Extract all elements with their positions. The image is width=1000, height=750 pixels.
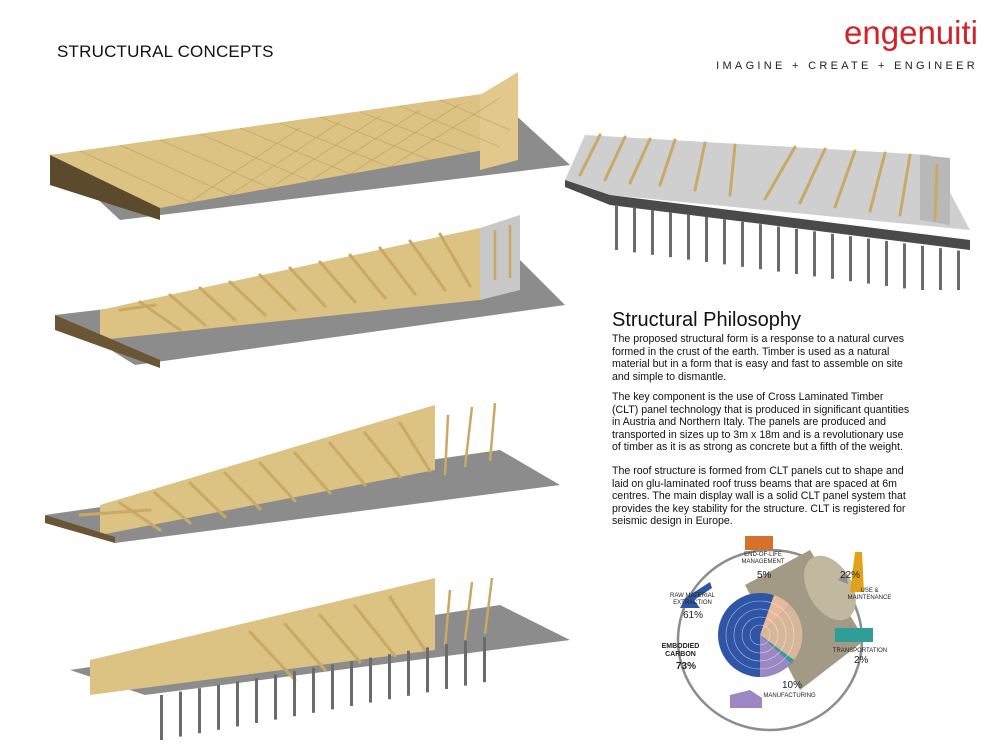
bus-icon xyxy=(835,628,873,642)
pile-foundations xyxy=(615,205,960,290)
log-end xyxy=(804,555,856,621)
pile xyxy=(217,684,220,730)
pct-manufacturing: 10% xyxy=(782,680,803,691)
pct-embodied: 73% xyxy=(676,661,697,672)
brand-logo: engenuiti xyxy=(844,14,978,51)
roof-slab xyxy=(565,135,970,230)
pile xyxy=(160,695,163,740)
pile xyxy=(921,245,924,290)
pile xyxy=(669,212,672,258)
label-raw-material: RAW MATERIAL EXTRACTION xyxy=(670,593,716,606)
pile xyxy=(723,219,726,265)
pile xyxy=(651,209,654,255)
pile xyxy=(813,231,816,277)
pile xyxy=(274,674,277,720)
floor-slab xyxy=(55,315,160,368)
pile xyxy=(867,238,870,284)
roof-surface xyxy=(50,90,512,208)
pile xyxy=(407,650,410,696)
display-wall xyxy=(480,72,518,170)
paragraph-roof: The roof structure is formed from CLT pa… xyxy=(612,465,906,528)
pile xyxy=(957,250,960,290)
label-end-of-life: END-OF-LIFE MANAGEMENT xyxy=(741,552,785,565)
render-enclosed-roof xyxy=(50,72,570,220)
pile xyxy=(445,644,448,689)
render-ribs-piles xyxy=(565,133,970,290)
label-transportation: TRANSPORTATION xyxy=(832,648,888,654)
render-ribs-extended xyxy=(45,402,560,543)
label-embodied-line2: CARBON xyxy=(665,651,696,658)
front-facade xyxy=(50,155,160,220)
render-wall-piles xyxy=(70,577,570,740)
pile xyxy=(426,647,429,693)
pile xyxy=(615,205,618,250)
glass-wall xyxy=(480,215,520,300)
label-manufacturing: MANUFACTURING xyxy=(763,693,816,699)
vacuum-icon xyxy=(850,552,864,592)
paragraph-clt: The key component is the use of Cross La… xyxy=(612,391,910,454)
pile xyxy=(939,248,942,290)
render-roof-ribs xyxy=(55,215,565,368)
pile xyxy=(293,671,296,717)
pile xyxy=(777,226,780,272)
pct-end-of-life: 5% xyxy=(757,570,772,581)
pile xyxy=(331,664,334,710)
pile xyxy=(369,657,372,703)
truck-icon xyxy=(745,536,773,550)
lifecycle-graphic xyxy=(676,536,873,732)
pile xyxy=(350,661,353,706)
pile xyxy=(179,691,182,737)
pile xyxy=(255,678,258,723)
pile-foundations xyxy=(160,637,486,740)
pile xyxy=(464,640,467,686)
pie-slice-end-of-life xyxy=(760,595,790,635)
pile xyxy=(483,637,486,683)
factory-icon xyxy=(730,690,762,708)
pile xyxy=(633,207,636,253)
pile xyxy=(759,224,762,270)
pile xyxy=(885,241,888,286)
pile xyxy=(831,233,834,279)
pie-slice-use xyxy=(760,605,803,660)
arrow-head-icon xyxy=(838,572,848,584)
pct-use: 22% xyxy=(840,570,861,581)
pct-transportation: 2% xyxy=(854,655,869,666)
pile xyxy=(903,243,906,289)
pile xyxy=(705,217,708,262)
display-wall xyxy=(90,578,435,695)
pct-raw-material: 61% xyxy=(683,610,704,621)
paragraph-form: The proposed structural form is a respon… xyxy=(612,333,905,383)
pile xyxy=(312,667,315,713)
floor-slab xyxy=(45,515,115,543)
floor-slab xyxy=(565,180,970,250)
pile xyxy=(741,221,744,267)
page-title: STRUCTURAL CONCEPTS xyxy=(57,42,274,61)
pile xyxy=(795,229,798,274)
label-embodied-line1: EMBODIED xyxy=(661,643,700,650)
pile xyxy=(687,214,690,260)
log-body xyxy=(745,550,865,690)
crane-icon xyxy=(680,582,712,608)
label-use: USE & MAINTENANCE xyxy=(847,588,892,601)
pie-slice-transport xyxy=(760,635,794,663)
pile xyxy=(388,654,391,700)
pile xyxy=(198,688,201,734)
pile xyxy=(236,681,239,727)
pile xyxy=(849,236,852,282)
lifecycle-diagram: END-OF-LIFE MANAGEMENT 5% 22% USE & MAIN… xyxy=(650,530,910,745)
section-heading: Structural Philosophy xyxy=(612,309,801,331)
brand-tagline: IMAGINE + CREATE + ENGINEER xyxy=(716,60,978,72)
